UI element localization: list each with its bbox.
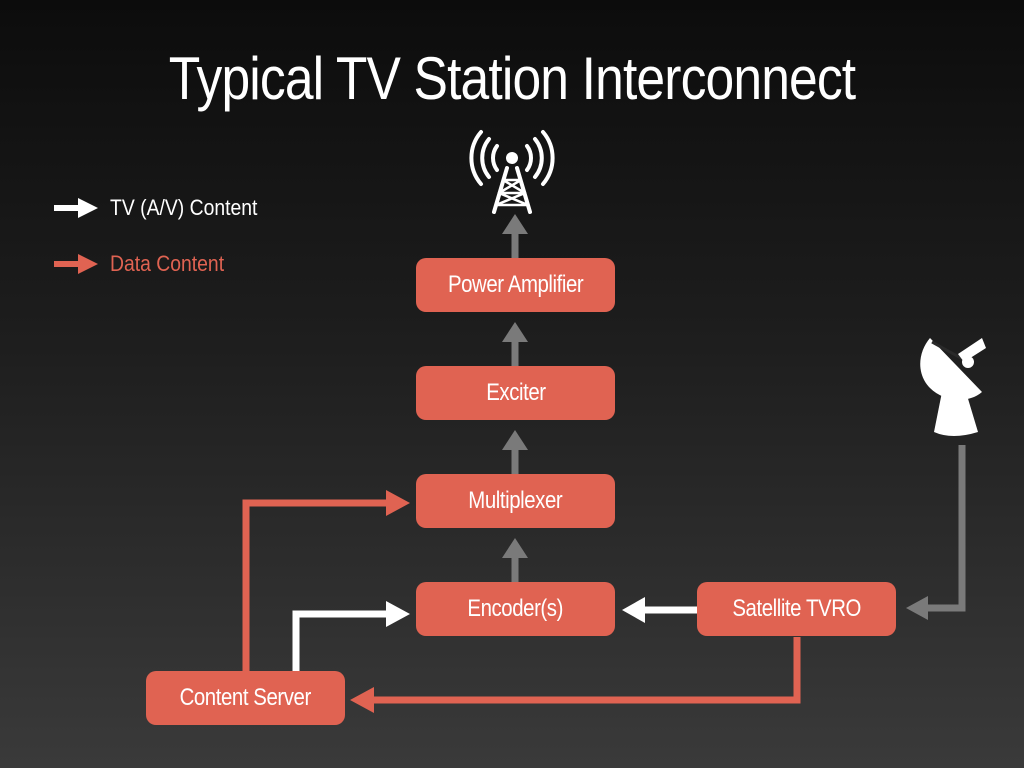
legend-av: TV (A/V) Content bbox=[52, 195, 278, 221]
content-server-label: Content Server bbox=[179, 684, 312, 711]
satellite-tvro-box: Satellite TVRO bbox=[697, 582, 896, 636]
red-arrow-icon bbox=[54, 254, 98, 274]
encoder-box: Encoder(s) bbox=[416, 582, 615, 636]
legend-av-label: TV (A/V) Content bbox=[110, 195, 258, 220]
slide-title: Typical TV Station Interconnect bbox=[168, 45, 856, 112]
satellite-dish-icon bbox=[920, 338, 986, 436]
encoder-label: Encoder(s) bbox=[467, 595, 564, 622]
satellite-tvro-label: Satellite TVRO bbox=[732, 595, 861, 622]
exciter-label: Exciter bbox=[485, 379, 546, 406]
white-arrow-icon bbox=[54, 198, 98, 218]
exciter-box: Exciter bbox=[416, 366, 615, 420]
legend-data: Data Content bbox=[52, 251, 240, 277]
multiplexer-label: Multiplexer bbox=[468, 487, 563, 514]
legend-data-label: Data Content bbox=[110, 251, 225, 276]
broadcast-tower-icon bbox=[469, 130, 555, 214]
multiplexer-box: Multiplexer bbox=[416, 474, 615, 528]
content-server-box: Content Server bbox=[146, 671, 345, 725]
power-amplifier-label: Power Amplifier bbox=[447, 271, 584, 298]
power-amplifier-box: Power Amplifier bbox=[416, 258, 615, 312]
